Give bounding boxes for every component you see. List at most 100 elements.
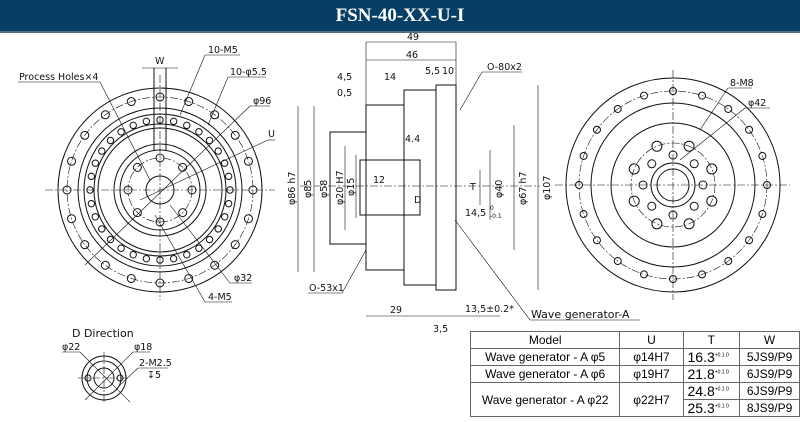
dim-4-4: 4.4 (405, 134, 420, 145)
bolt-hole (220, 159, 229, 167)
dim-d15: φ15 (346, 178, 357, 196)
bolt-hole (668, 150, 678, 160)
bolt-hole (67, 214, 77, 224)
bolt-hole (178, 208, 188, 218)
col-u: U (619, 331, 684, 349)
d-label: D (414, 195, 421, 206)
bolt-hole (156, 256, 164, 264)
bolt-hole (184, 97, 194, 107)
bolt-hole (169, 254, 178, 263)
bolt-hole (195, 128, 203, 136)
table-row: Wave generator - A φ6 φ19H7 21.8+0.1 0 6… (469, 365, 800, 383)
oring-53-label: O-53x1 (309, 283, 344, 294)
bolt-hole (592, 236, 601, 245)
dim-d67: φ67 h7 (518, 172, 529, 205)
bolt-hole (758, 210, 767, 219)
bolt-hole (639, 91, 648, 100)
dim-29: 29 (390, 305, 402, 316)
bolt-hole (155, 278, 165, 288)
bolt-hole (214, 225, 222, 233)
dim-d86: φ86 h7 (287, 172, 298, 205)
bolt-hole (142, 117, 151, 126)
bolt-hole (758, 151, 767, 160)
t-value: 25.3 (687, 400, 715, 416)
bolt-hole (592, 125, 601, 134)
bolt-hole (106, 235, 115, 244)
bolt-hole (575, 181, 583, 189)
bolt-hole (155, 92, 165, 102)
page-title: FSN-40-XX-U-I (0, 0, 800, 33)
bolt-hole (639, 270, 648, 279)
bolt-hole (155, 153, 165, 163)
table-row: Wave generator - A φ5 φ14H7 16.3+0.1 0 5… (469, 348, 800, 366)
bolt-hole (184, 273, 194, 283)
dim-4-5: 4,5 (337, 72, 352, 83)
bolt-hole (142, 254, 151, 263)
bolt-hole (668, 210, 678, 220)
bolt-hole (132, 162, 142, 172)
bolt-hole (214, 147, 222, 155)
t-tolerance: +0.1 0 (714, 403, 729, 410)
t-cell: 21.8+0.1 0 (682, 365, 741, 383)
table-row: 25.3+0.1 0 8JS9/P9 (471, 399, 800, 417)
model-cell: Wave generator - A φ22 (469, 382, 621, 417)
bolt-hole (706, 163, 718, 175)
bolt-hole (123, 185, 133, 195)
bolt-hole (669, 87, 677, 95)
depth-label: ↧5 (147, 370, 161, 381)
bolt-hole (183, 250, 191, 259)
dim-d107: φ107 (542, 176, 553, 200)
bolt-hole (613, 104, 622, 113)
dim-13-5: 13,5±0.2* (465, 304, 514, 315)
d18-label: φ18 (134, 342, 152, 353)
bolt-hole (724, 104, 733, 113)
bolt-hole (210, 260, 220, 270)
tol-14-5-top: 0 (490, 205, 494, 212)
m5-10-label: 10-M5 (208, 45, 238, 56)
u-cell: φ19H7 (619, 365, 684, 383)
w-cell: 8JS9/P9 (739, 399, 800, 417)
bolt-hole (100, 260, 110, 270)
table-header-row: Model U T W (469, 331, 800, 349)
bolt-hole (187, 185, 197, 195)
bolt-hole (156, 116, 164, 124)
oring-80-label: O-80x2 (487, 62, 522, 73)
bolt-hole (745, 125, 754, 134)
bolt-hole (126, 97, 136, 107)
t-cell: 24.8+0.1 0 (682, 382, 741, 400)
d96-label: φ96 (253, 96, 271, 107)
d-direction-title: D Direction (72, 327, 134, 340)
dim-14: 14 (384, 72, 396, 83)
bolt-hole (647, 201, 657, 211)
dim-d20: φ20 H7 (335, 170, 346, 205)
rear-view: 8-M8 φ42 (555, 70, 790, 300)
dim-d58: φ58 (319, 180, 330, 198)
bolt-hole (80, 130, 90, 140)
bolt-hole (628, 163, 640, 175)
bolt-hole (98, 225, 106, 233)
m5-4-label: 4-M5 (208, 292, 232, 303)
bolt-hole (230, 240, 240, 250)
bolt-hole (651, 218, 663, 230)
bolt-hole (106, 136, 115, 145)
process-holes-label: Process Holes×4 (19, 72, 98, 83)
u-cell: φ22H7 (619, 382, 684, 417)
bolt-hole (129, 121, 137, 130)
d32-label: φ32 (234, 273, 252, 284)
hole-10-label: 10-φ5.5 (230, 67, 267, 78)
col-t: T (682, 331, 741, 349)
bolt-hole (683, 140, 695, 152)
t-cell: 16.3+0.1 0 (682, 348, 741, 366)
bolt-hole (205, 235, 214, 244)
bolt-hole (87, 199, 96, 208)
bolt-hole (169, 117, 178, 126)
model-cell: Wave generator - A φ6 (469, 365, 621, 383)
dim-14-5: 14,5 (465, 208, 486, 219)
t-tolerance: +0.1 0 (714, 369, 729, 376)
bolt-hole (689, 201, 699, 211)
t-tolerance: +0.1 0 (714, 352, 729, 359)
d-direction-view: D Direction φ22 φ18 2-M2.5 ↧5 (62, 327, 172, 404)
bolt-hole (80, 240, 90, 250)
bolt-hole (62, 185, 72, 195)
